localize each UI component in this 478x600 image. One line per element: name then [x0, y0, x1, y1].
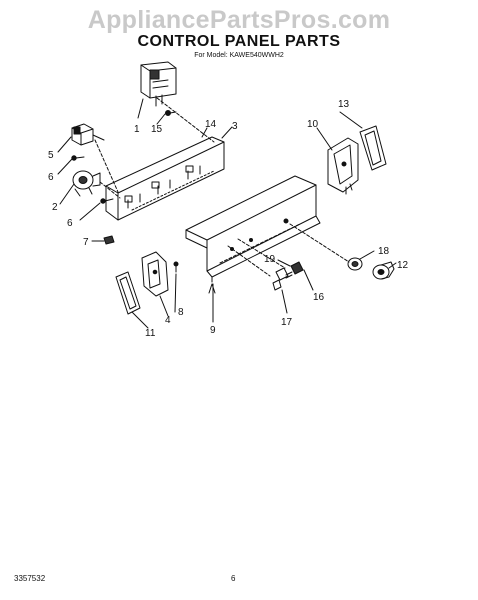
callout-5: 5: [48, 150, 54, 161]
callout-15: 15: [151, 124, 163, 135]
callout-8: 8: [178, 307, 184, 318]
pushbutton-part: [272, 261, 304, 291]
screw-part: [100, 198, 114, 204]
callout-13: 13: [338, 99, 350, 110]
document-number: 3357532: [14, 574, 46, 583]
model-line: For Model: KAWE540WWH2: [194, 52, 284, 59]
callout-9: 9: [210, 325, 216, 336]
trim-part: [359, 125, 387, 171]
endcap-part: [327, 137, 359, 195]
callout-17: 17: [281, 317, 293, 328]
screw-part: [173, 261, 179, 273]
callout-2: 2: [52, 202, 58, 213]
infinite-switch-part: [72, 170, 101, 197]
screw-part: [71, 155, 85, 161]
callout-12: 12: [397, 260, 409, 271]
left-trim-part: [115, 271, 141, 315]
callout-7: 7: [83, 237, 89, 248]
timer-part: [140, 61, 177, 107]
page-title: CONTROL PANEL PARTS: [137, 33, 341, 50]
callout-4: 4: [165, 315, 171, 326]
callout-labels: 1 2 3 4 5 6 6 7 8 9 10 11 12 13 14 15 16…: [48, 99, 409, 339]
callout-10: 10: [307, 119, 319, 130]
watermark: AppliancePartsPros.com: [87, 6, 391, 34]
callout-14: 14: [205, 119, 217, 130]
callout-3: 3: [232, 121, 238, 132]
control-bracket-part: [105, 136, 225, 221]
knob-part: [347, 257, 395, 280]
rotary-switch-part: [71, 123, 105, 146]
left-endcap-part: [141, 251, 169, 297]
callout-6-upper: 6: [48, 172, 54, 183]
callout-6-lower: 6: [67, 218, 73, 229]
callout-16: 16: [313, 292, 325, 303]
callout-19: 19: [264, 254, 276, 265]
callout-1: 1: [134, 124, 140, 135]
clip-part: [99, 235, 115, 245]
callout-18: 18: [378, 246, 390, 257]
page-number: 6: [231, 574, 236, 583]
callout-11: 11: [145, 328, 156, 339]
